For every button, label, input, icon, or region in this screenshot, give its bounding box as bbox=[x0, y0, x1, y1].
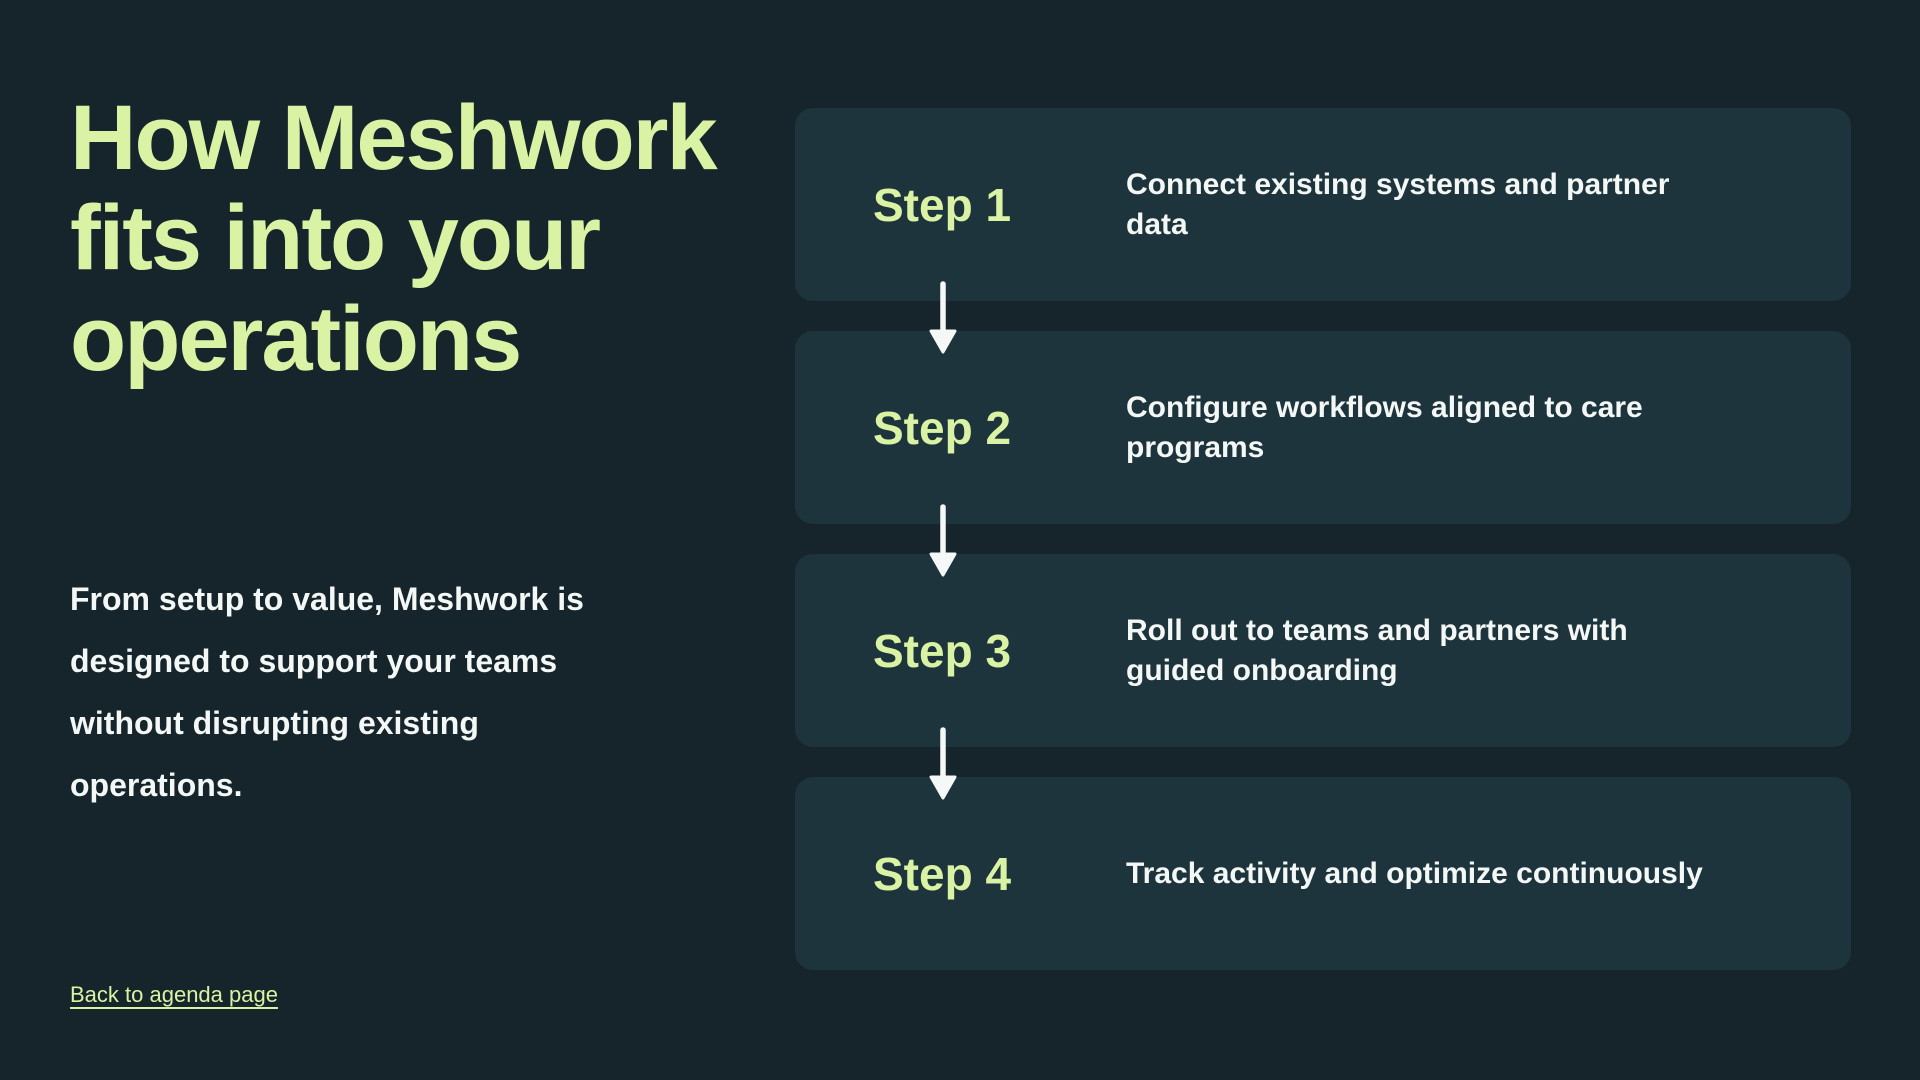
step-3-description: Roll out to teams and partners with guid… bbox=[1126, 613, 1628, 687]
arrow-down-icon bbox=[928, 504, 958, 578]
arrow-down-icon bbox=[928, 727, 958, 801]
back-to-agenda-link[interactable]: Back to agenda page bbox=[70, 982, 278, 1007]
step-card-4: Step 4 Track activity and optimize conti… bbox=[795, 777, 1851, 970]
page-title: How Meshwork fits into your operations bbox=[70, 87, 718, 390]
step-3-label: Step 3 bbox=[873, 624, 1012, 677]
step-card-3: Step 3 Roll out to teams and partners wi… bbox=[795, 554, 1851, 747]
step-1-description: Connect existing systems and partner dat… bbox=[1126, 167, 1670, 241]
intro-paragraph: From setup to value, Meshwork is designe… bbox=[70, 581, 584, 803]
step-2-description: Configure workflows aligned to care prog… bbox=[1126, 390, 1643, 464]
step-4-description: Track activity and optimize continuously bbox=[1126, 856, 1703, 890]
step-card-2: Step 2 Configure workflows aligned to ca… bbox=[795, 331, 1851, 524]
step-1-label: Step 1 bbox=[873, 178, 1012, 231]
step-2-label: Step 2 bbox=[873, 401, 1012, 454]
step-card-1: Step 1 Connect existing systems and part… bbox=[795, 108, 1851, 301]
step-4-label: Step 4 bbox=[873, 847, 1012, 900]
step-flow: Step 1 Connect existing systems and part… bbox=[795, 108, 1851, 1000]
arrow-down-icon bbox=[928, 281, 958, 355]
